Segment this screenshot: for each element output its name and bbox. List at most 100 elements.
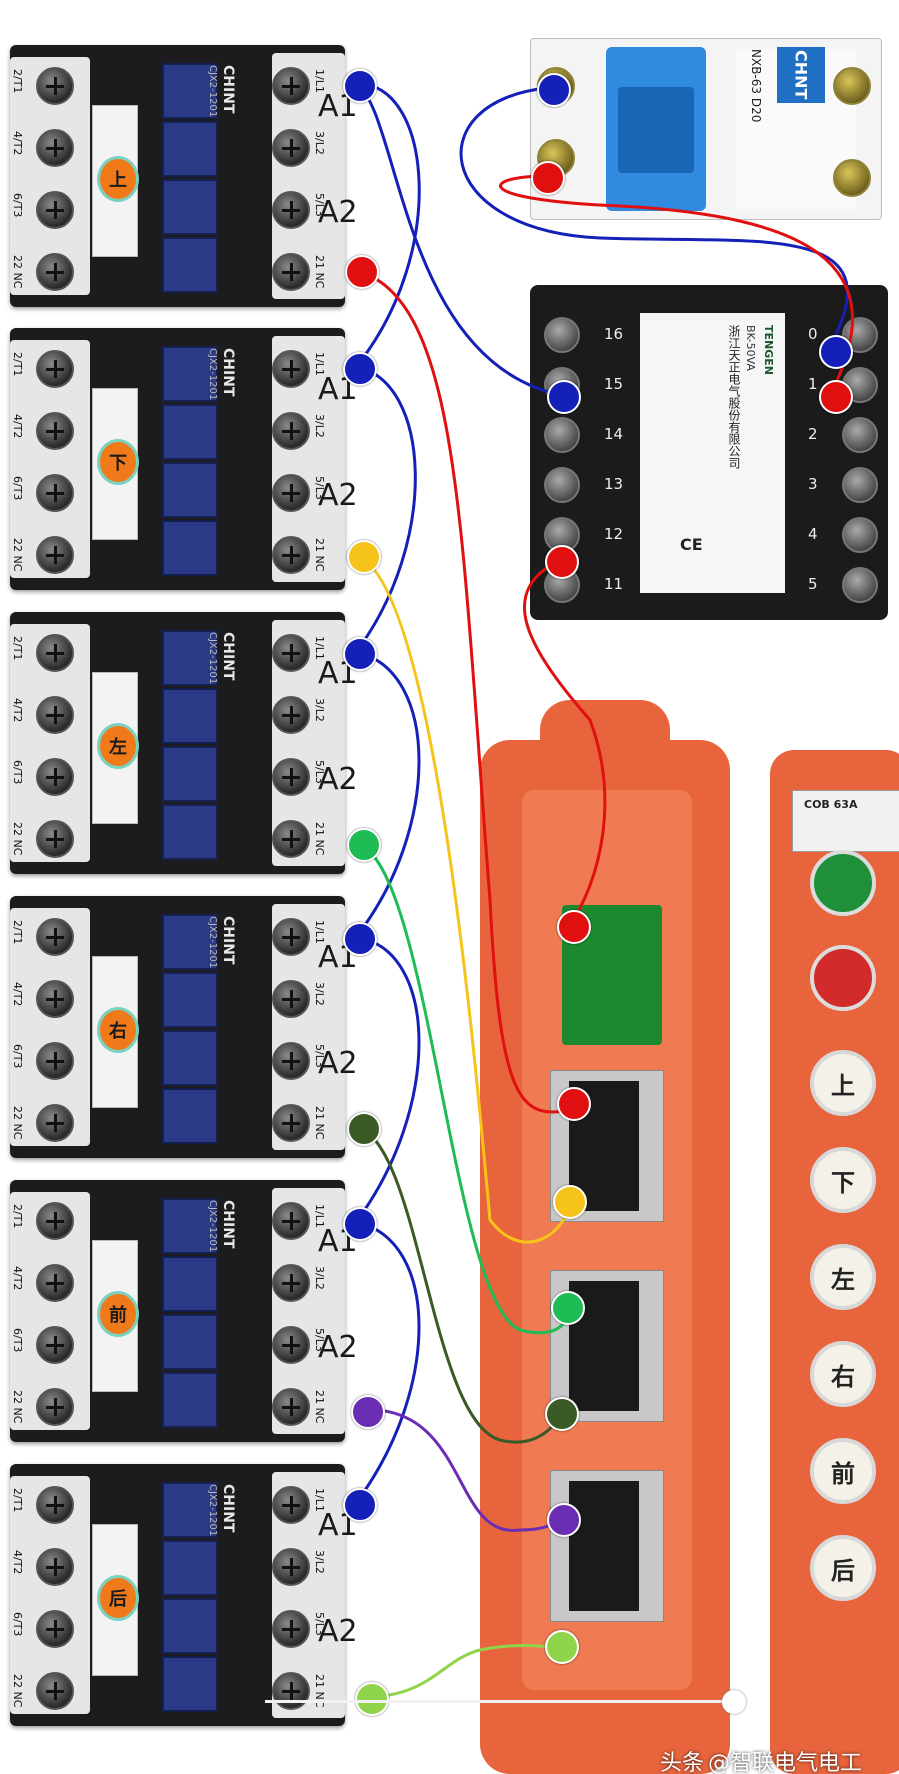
circuit-breaker: CHNT NXB-63 D20 [530, 38, 882, 220]
connection-dot [343, 1488, 377, 1522]
contactor-screw [36, 474, 74, 512]
contactor-contact-cover [162, 1314, 218, 1370]
contactor-contact-cover [162, 1198, 218, 1254]
terminal-label-left: 22 NC [11, 255, 24, 289]
contactor-screw [272, 980, 310, 1018]
contactor-screw [36, 820, 74, 858]
terminal-label-left: 2/T1 [11, 69, 24, 94]
connection-dot [343, 637, 377, 671]
connection-dot [547, 380, 581, 414]
contactor-name-badge: 前 [97, 1291, 139, 1337]
connection-dot [343, 1207, 377, 1241]
stop-button[interactable] [810, 945, 876, 1011]
connection-dot [355, 1682, 389, 1716]
terminal-label-left: 6/T3 [11, 1612, 24, 1637]
direction-button[interactable]: 左 [810, 1244, 876, 1310]
terminal-label-left: 22 NC [11, 822, 24, 856]
contactor-brand: CHINT [220, 1200, 236, 1249]
contactor-screw [36, 350, 74, 388]
terminal-label-right: 3/L2 [313, 698, 326, 722]
contactor-screw [36, 412, 74, 450]
contactor-brand: CHINT [220, 1484, 236, 1533]
contactor-name-badge: 右 [97, 1007, 139, 1053]
terminal-label-right: 21 NC [313, 255, 326, 289]
terminal-label-left: 6/T3 [11, 476, 24, 501]
contactor-screw [36, 1326, 74, 1364]
terminal-label-right: 3/L2 [313, 1550, 326, 1574]
terminal-label-right: 21 NC [313, 1106, 326, 1140]
transformer-right-terminal-number: 5 [808, 575, 818, 593]
contactor-contact-cover [162, 914, 218, 970]
coil-label-a2: A2 [318, 1330, 358, 1365]
terminal-label-left: 22 NC [11, 1106, 24, 1140]
contactor-screw [272, 129, 310, 167]
progress-handle[interactable] [722, 1690, 746, 1714]
contactor-screw [272, 758, 310, 796]
coil-label-a2: A2 [318, 478, 358, 513]
breaker-model-text: NXB-63 D20 [749, 49, 763, 123]
contactor-screw [36, 758, 74, 796]
transformer-left-terminal-number: 13 [604, 475, 624, 493]
contactor-nameplate: 上 [92, 105, 139, 257]
terminal-label-left: 2/T1 [11, 636, 24, 661]
contactor-contact-cover [162, 1030, 218, 1086]
direction-button[interactable]: 上 [810, 1050, 876, 1116]
contactor-screw [36, 253, 74, 291]
transformer-right-screw [842, 517, 878, 553]
contactor-nameplate: 左 [92, 672, 139, 824]
progress-track[interactable] [265, 1700, 735, 1703]
button-box-model: COB 63A [804, 798, 858, 811]
contactor-screw [36, 918, 74, 956]
connection-dot [545, 545, 579, 579]
terminal-label-left: 2/T1 [11, 1204, 24, 1229]
contactor-screw [36, 536, 74, 574]
contactor-contact-cover [162, 688, 218, 744]
wire-5 [354, 1220, 421, 1504]
transformer-right-terminal-number: 1 [808, 375, 818, 393]
direction-button[interactable]: 前 [810, 1438, 876, 1504]
contactor-screw [36, 696, 74, 734]
terminal-label-left: 6/T3 [11, 193, 24, 218]
terminal-label-left: 22 NC [11, 538, 24, 572]
transformer-left-screw [544, 317, 580, 353]
wire-2 [354, 365, 417, 653]
contactor-nameplate: 后 [92, 1524, 139, 1676]
contactor-screw [272, 1042, 310, 1080]
contactor-screw [36, 1610, 74, 1648]
contactor-screw [272, 253, 310, 291]
terminal-label-right: 21 NC [313, 822, 326, 856]
direction-button[interactable]: 右 [810, 1341, 876, 1407]
terminal-label-left: 2/T1 [11, 1488, 24, 1513]
connection-dot [343, 922, 377, 956]
wire-3 [354, 650, 421, 938]
connection-dot [343, 69, 377, 103]
terminal-label-right: 3/L2 [313, 414, 326, 438]
contactor-contact-cover [162, 1372, 218, 1428]
contactor-screw [272, 1610, 310, 1648]
contactor-screw [272, 412, 310, 450]
connection-dot [545, 1397, 579, 1431]
contactor-screw [272, 1388, 310, 1426]
contactor-brand: CHINT [220, 632, 236, 681]
terminal-label-right: 21 NC [313, 1390, 326, 1424]
contactor-screw [36, 1042, 74, 1080]
terminal-label-right: 21 NC [313, 538, 326, 572]
contactor-name-badge: 左 [97, 723, 139, 769]
contactor-screw [36, 634, 74, 672]
direction-button[interactable]: 下 [810, 1147, 876, 1213]
transformer-left-terminal-number: 15 [604, 375, 624, 393]
contactor-screw [272, 474, 310, 512]
watermark-handle: @智联电气电工 [708, 1751, 863, 1774]
start-button[interactable] [810, 850, 876, 916]
connection-dot [347, 828, 381, 862]
connection-dot [347, 540, 381, 574]
contactor-screw [272, 536, 310, 574]
contactor-contact-cover [162, 63, 218, 119]
direction-button[interactable]: 后 [810, 1535, 876, 1601]
connection-dot [343, 352, 377, 386]
terminal-label-left: 4/T2 [11, 1266, 24, 1291]
transformer-right-screw [842, 417, 878, 453]
